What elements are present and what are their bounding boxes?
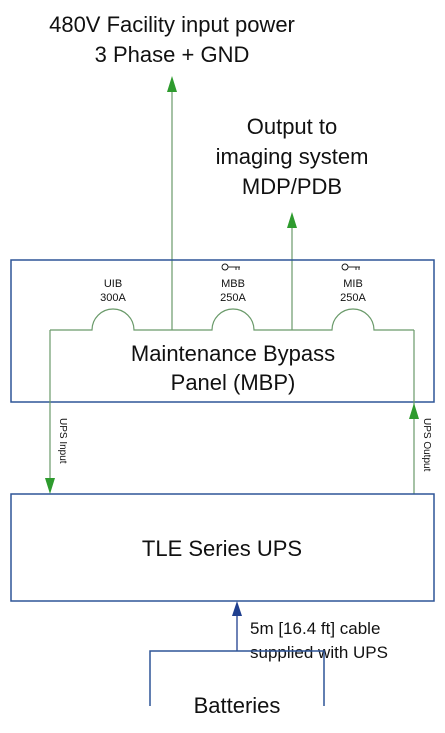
bus-line-with-breakers: [50, 308, 414, 331]
breaker-mbb-rating: 250A: [220, 292, 246, 304]
mbp-title-line2: Panel (MBP): [171, 370, 296, 395]
batteries-box: [149, 650, 325, 706]
breaker-uib-name: UIB: [104, 278, 122, 290]
mbp-box: [10, 259, 435, 403]
ups-output-arrow: [409, 403, 419, 419]
ups-output-label: UPS Output: [421, 418, 432, 472]
key-icon: [221, 263, 240, 271]
breaker-mib-name: MIB: [343, 278, 363, 290]
cable-note-line2: supplied with UPS: [250, 643, 388, 662]
breaker-mib-rating: 250A: [340, 292, 366, 304]
key-icon: [341, 263, 360, 271]
input-power-label-line1: 480V Facility input power: [49, 12, 295, 37]
battery-cable-arrow: [232, 601, 242, 616]
input-power-label-line2: 3 Phase + GND: [95, 42, 250, 67]
batteries-label: Batteries: [194, 693, 281, 718]
output-arrow: [287, 212, 297, 228]
ups-input-label: UPS Input: [57, 418, 68, 464]
output-label-line3: MDP/PDB: [242, 174, 342, 199]
ups-box: [10, 493, 435, 602]
breaker-uib-rating: 300A: [100, 292, 126, 304]
ups-label: TLE Series UPS: [142, 536, 302, 561]
cable-note-line1: 5m [16.4 ft] cable: [250, 619, 380, 638]
output-label-line1: Output to: [247, 114, 338, 139]
ups-input-arrow: [45, 478, 55, 494]
output-label-line2: imaging system: [216, 144, 369, 169]
mbp-title-line1: Maintenance Bypass: [131, 341, 335, 366]
breaker-mbb-name: MBB: [221, 278, 245, 290]
input-power-arrow: [167, 76, 177, 92]
